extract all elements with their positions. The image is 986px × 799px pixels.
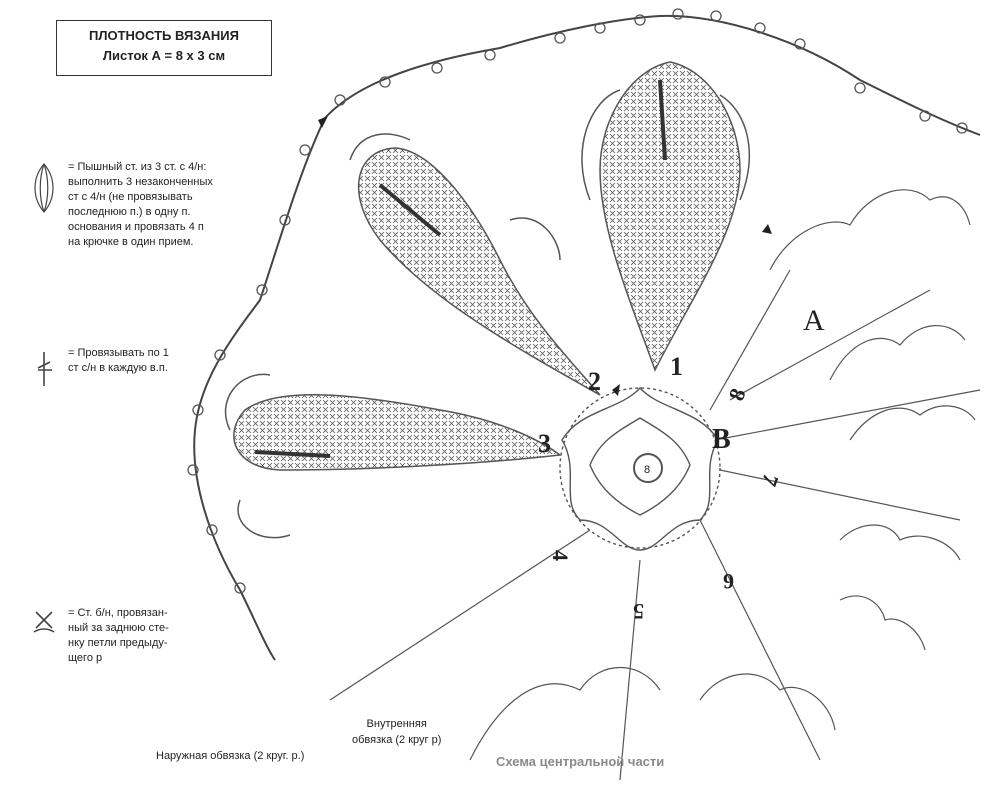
legend-line: последнюю п.) в одну п. bbox=[68, 206, 191, 218]
single-crochet-back-loop-icon bbox=[33, 611, 55, 633]
legend-line: выполнить 3 незаконченных bbox=[68, 176, 213, 188]
legend-puff-stitch: = Пышный ст. из 3 ст. с 4/н: выполнить 3… bbox=[68, 160, 268, 250]
pointer-arrows bbox=[318, 116, 772, 396]
spoke-number-1: 1 bbox=[670, 352, 683, 381]
legend-line: = Ст. б/н, провязан- bbox=[68, 607, 168, 619]
diagram-caption: Схема центральной части bbox=[496, 754, 665, 769]
legend-line: нку петли предыду- bbox=[68, 637, 168, 649]
legend-line: основания и провязать 4 п bbox=[68, 221, 204, 233]
spoke-number-8: 8 bbox=[723, 385, 750, 404]
spoke-number-3: 3 bbox=[538, 429, 551, 458]
leaf-2 bbox=[349, 133, 601, 396]
center-number: 8 bbox=[644, 464, 650, 476]
legend-line: на крючке в один прием. bbox=[68, 236, 194, 248]
legend-line: щего р bbox=[68, 652, 103, 664]
spoke-number-6: 6 bbox=[723, 569, 734, 594]
spoke-lines bbox=[329, 269, 981, 781]
spoke-number-7: 7 bbox=[757, 471, 784, 490]
section-label-a: A bbox=[803, 304, 825, 337]
spoke-number-2: 2 bbox=[588, 367, 601, 396]
density-title: ПЛОТНОСТЬ ВЯЗАНИЯ bbox=[89, 28, 239, 43]
legend-single-crochet-back-loop: = Ст. б/н, провязан- ный за заднюю сте- … bbox=[68, 606, 228, 666]
legend-line: = Провязывать по 1 bbox=[68, 347, 169, 359]
double-crochet-icon bbox=[37, 352, 52, 386]
puff-stitch-icon bbox=[34, 163, 54, 213]
legend-line: ный за заднюю сте- bbox=[68, 622, 169, 634]
edge-picots bbox=[187, 8, 968, 594]
right-scallops bbox=[469, 189, 976, 761]
legend-line: ст с/н в каждую в.п. bbox=[68, 362, 168, 374]
section-label-b: B bbox=[712, 424, 731, 455]
outer-edging-label: Наружная обвязка (2 круг. р.) bbox=[156, 750, 305, 762]
legend-line: ст с 4/н (не провязывать bbox=[68, 191, 193, 203]
legend-line: = Пышный ст. из 3 ст. с 4/н: bbox=[68, 161, 207, 173]
legend-double-crochet: = Провязывать по 1 ст с/н в каждую в.п. bbox=[68, 346, 228, 376]
density-value: Листок А = 8 х 3 см bbox=[102, 48, 226, 63]
leaf-3 bbox=[224, 373, 562, 539]
spoke-number-5: 5 bbox=[633, 599, 644, 624]
spoke-number-4: 4 bbox=[548, 550, 573, 561]
center-flower bbox=[559, 386, 721, 551]
knitting-density-box: ПЛОТНОСТЬ ВЯЗАНИЯ Листок А = 8 х 3 см bbox=[56, 20, 272, 76]
inner-edging-label: Внутренняя обвязка (2 круг р) bbox=[352, 718, 442, 746]
outer-edging-line bbox=[324, 14, 981, 136]
leaf-1 bbox=[581, 61, 751, 372]
